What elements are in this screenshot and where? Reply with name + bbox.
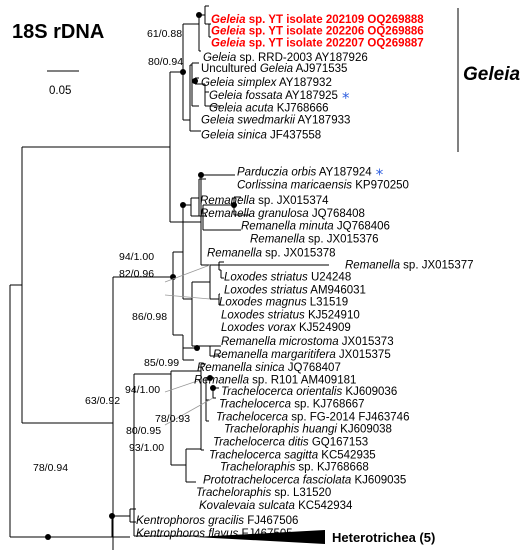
tree-leaf-label: Tracheloraphis huangi KJ609038 — [224, 424, 392, 436]
support-value: 94/1.00 — [125, 384, 160, 396]
tree-leaf-label: Remanella granulosa JQ768408 — [200, 208, 365, 220]
tree-leaf-label: Remanella sp. R101 AM409181 — [194, 375, 356, 387]
heterotrichea-collapsed-clade — [195, 530, 325, 544]
tree-leaf-label: Remanella minuta JQ768406 — [241, 221, 390, 233]
support-value: 94/1.00 — [119, 251, 154, 263]
tree-leaf-label: Tracheloraphis sp. KJ768668 — [220, 461, 369, 473]
tree-leaf-label: Geleia sinica JF437558 — [201, 129, 321, 141]
tree-leaf-label: Kentrophoros flavus FJ467505 — [136, 528, 293, 540]
tree-leaf-label: Parduczia orbis AY187924 — [237, 166, 372, 178]
tree-leaf-label: Kentrophoros gracilis FJ467506 — [136, 515, 298, 527]
tree-branches — [9, 5, 329, 550]
support-value: 78/0.94 — [33, 462, 68, 474]
tree-leaf-label: Trachelocerca orientalis KJ609036 — [221, 386, 397, 398]
tree-leaf-label: Loxodes magnus L31519 — [219, 296, 348, 308]
support-value: 85/0.99 — [144, 357, 179, 369]
highlight-star-icon: * — [342, 89, 350, 107]
support-value: 86/0.98 — [132, 311, 167, 323]
node-markers — [45, 12, 237, 540]
tree-leaf-label: Remanella microstoma JX015373 — [221, 336, 394, 348]
tree-leaf-label: Geleia fossata AY187925 — [209, 90, 338, 102]
tree-leaf-label: Loxodes vorax KJ524909 — [221, 322, 351, 334]
tree-leaf-label: Remanella sp. JX015378 — [207, 247, 336, 259]
tree-leaf-label: Kovalevaia sulcata KC542934 — [199, 500, 353, 512]
tree-leaf-label: Loxodes striatus AM946031 — [224, 284, 366, 296]
tree-leaf-label: Remanella sinica JQ768407 — [197, 362, 341, 374]
tree-leaf-label: Trachelocerca sp. FG-2014 FJ463746 — [216, 412, 409, 424]
tree-leaf-label: Geleia simplex AY187932 — [201, 77, 332, 89]
geleia-clade-label: Geleia — [463, 64, 520, 85]
tree-leaf-label: Geleia sp. YT isolate 202207 OQ269887 — [211, 37, 424, 49]
tree-leaf-label: Geleia sp. YT isolate 202109 OQ269888 — [211, 14, 424, 26]
support-value: 78/0.93 — [155, 413, 190, 425]
tree-leaf-label: Prototrachelocerca fasciolata KJ609035 — [203, 474, 406, 486]
support-value: 82/0.96 — [119, 268, 154, 280]
highlight-star-icon: * — [376, 165, 384, 183]
tree-leaf-label: Geleia sp. YT isolate 202206 OQ269886 — [211, 25, 424, 37]
tree-leaf-label: Trachelocerca ditis GQ167153 — [213, 436, 368, 448]
tree-leaf-label: Trachelocerca sagitta KC542935 — [209, 449, 376, 461]
support-value: 61/0.88 — [147, 28, 182, 40]
support-value: 93/1.00 — [129, 442, 164, 454]
scale-bar-label: 0.05 — [49, 85, 71, 97]
tree-title: 18S rDNA — [12, 21, 104, 43]
tree-leaf-label: Geleia swedmarkii AY187933 — [201, 115, 350, 127]
outgroup-label: Heterotrichea (5) — [332, 530, 435, 545]
tree-leaf-label: Trachelocerca sp. KJ768667 — [219, 399, 365, 411]
tree-leaf-label: Remanella sp. JX015374 — [200, 195, 329, 207]
tree-leaf-label: Geleia sp. RRD-2003 AY187926 — [203, 52, 368, 64]
tree-leaf-label: Corlissina maricaensis KP970250 — [237, 179, 409, 191]
tree-leaf-label: Geleia acuta KJ768666 — [209, 103, 329, 115]
support-value: 80/0.94 — [148, 56, 183, 68]
tree-leaf-label: Uncultured Geleia AJ971535 — [201, 63, 347, 75]
tree-leaf-label: Remanella margaritifera JX015375 — [213, 349, 391, 361]
tree-leaf-label: Loxodes striatus U24248 — [224, 271, 351, 283]
tree-leaf-label: Loxodes striatus KJ524910 — [221, 309, 360, 321]
tree-leaf-label: Remanella sp. JX015377 — [345, 259, 474, 271]
support-leader-lines — [164, 264, 214, 426]
tree-leaf-label: Tracheloraphis sp. L31520 — [196, 487, 331, 499]
support-value: 63/0.92 — [85, 395, 120, 407]
support-value: 80/0.95 — [126, 425, 161, 437]
tree-leaf-label: Remanella sp. JX015376 — [250, 234, 379, 246]
